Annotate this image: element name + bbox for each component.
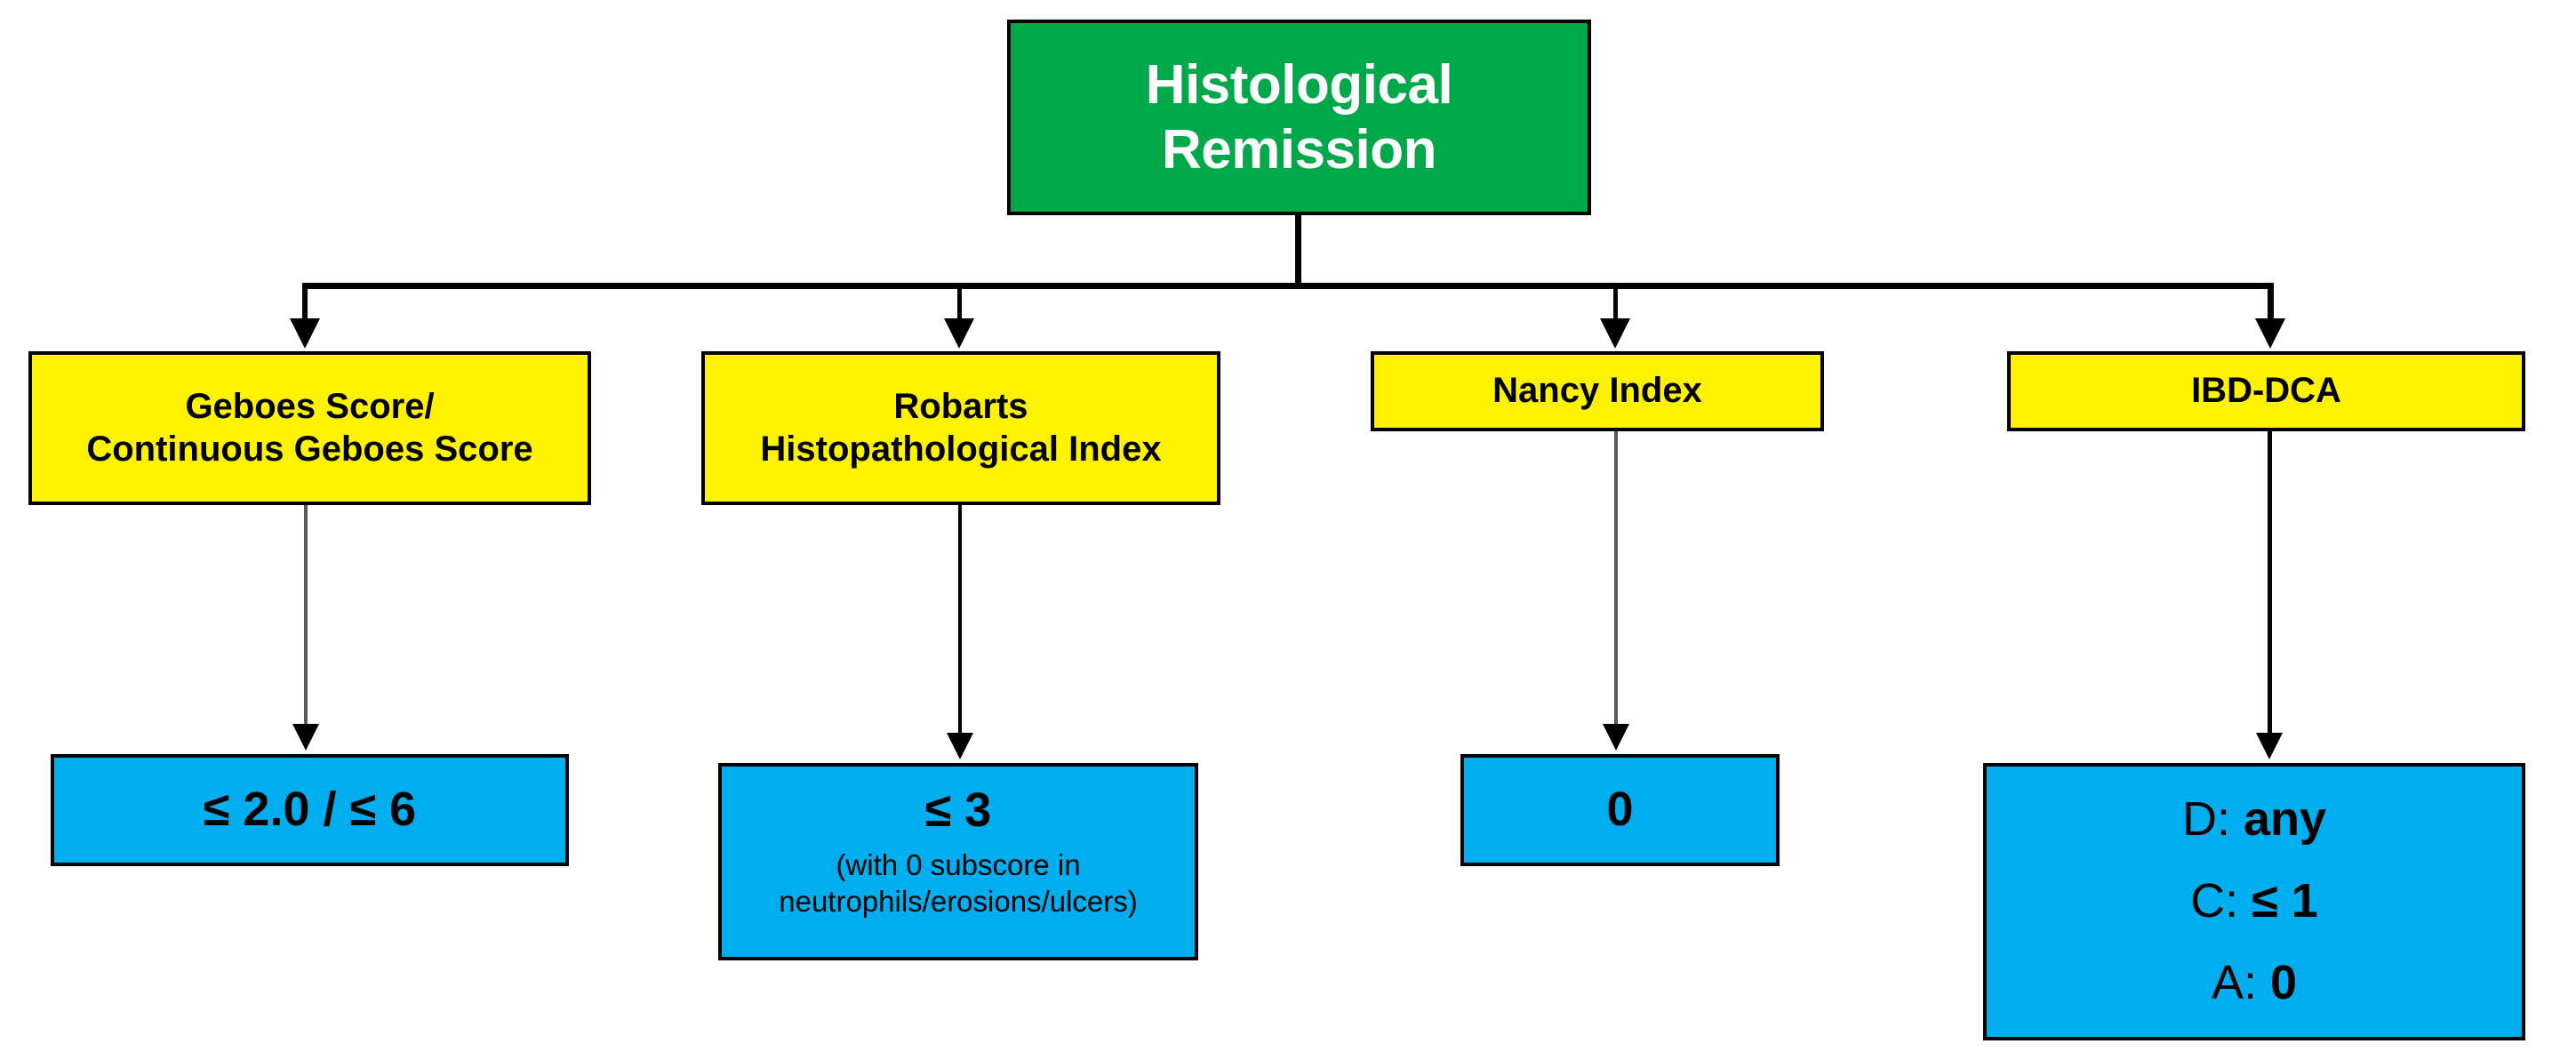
node-cutoff-geboes: ≤ 2.0 / ≤ 6	[51, 754, 569, 866]
node-cutoff-rhi-value: ≤ 3	[924, 783, 992, 837]
ibddca-row-d-value: any	[2243, 792, 2327, 847]
node-index-nancy-label: Nancy Index	[1492, 371, 1702, 411]
ibddca-row-d-key: D:	[2181, 792, 2244, 847]
arrowhead-nancy	[1600, 318, 1630, 349]
node-index-rhi-line-2: Histopathological Index	[760, 429, 1162, 469]
node-index-geboes-line-1: Geboes Score/	[185, 387, 435, 427]
connector-ibddca-to-cutoff	[2268, 431, 2272, 738]
connector-distribution-bar	[302, 283, 2274, 289]
arrowhead-rhi	[944, 318, 974, 349]
node-cutoff-ibddca-row-a: A: 0	[2212, 955, 2297, 1012]
node-index-rhi: Robarts Histopathological Index	[701, 351, 1220, 505]
node-cutoff-ibddca: D: any C: ≤ 1 A: 0	[1983, 763, 2525, 1040]
node-cutoff-nancy: 0	[1460, 754, 1780, 866]
node-index-ibddca-label: IBD-DCA	[2191, 371, 2341, 411]
ibddca-row-c-value: ≤ 1	[2252, 874, 2318, 928]
node-histological-remission: Histological Remission	[1007, 20, 1591, 215]
node-cutoff-rhi: ≤ 3 (with 0 subscore in neutrophils/eros…	[718, 763, 1198, 960]
arrowhead-geboes-cutoff	[292, 724, 319, 751]
connector-drop-ibddca	[2268, 283, 2274, 323]
ibddca-row-c-key: C:	[2190, 874, 2252, 928]
node-index-geboes: Geboes Score/ Continuous Geboes Score	[28, 351, 591, 505]
node-cutoff-ibddca-row-c: C: ≤ 1	[2190, 873, 2318, 930]
node-index-nancy: Nancy Index	[1371, 351, 1824, 431]
node-cutoff-rhi-note-line-1: (with 0 subscore in	[836, 847, 1081, 881]
node-cutoff-nancy-value: 0	[1606, 783, 1634, 837]
ibddca-row-a-value: 0	[2269, 956, 2298, 1010]
node-cutoff-ibddca-row-d: D: any	[2182, 791, 2326, 848]
connector-root-stem	[1295, 215, 1301, 288]
node-cutoff-rhi-note-line-2: neutrophils/erosions/ulcers)	[779, 884, 1138, 918]
connector-drop-rhi	[957, 283, 962, 323]
arrowhead-geboes	[290, 318, 320, 349]
node-index-geboes-line-2: Continuous Geboes Score	[86, 429, 533, 469]
connector-nancy-to-cutoff	[1614, 431, 1618, 729]
node-root-line-1: Histological	[1145, 53, 1453, 116]
node-index-ibddca: IBD-DCA	[2007, 351, 2525, 431]
node-root-line-2: Remission	[1161, 119, 1437, 181]
connector-rhi-to-cutoff	[958, 505, 962, 738]
connector-geboes-to-cutoff	[304, 505, 308, 729]
connector-drop-geboes-line	[303, 283, 308, 323]
arrowhead-rhi-cutoff	[947, 733, 973, 759]
node-index-rhi-line-1: Robarts	[893, 387, 1028, 427]
arrowhead-ibddca-cutoff	[2256, 733, 2283, 759]
connector-drop-nancy	[1613, 283, 1618, 323]
arrowhead-ibddca	[2255, 318, 2285, 349]
arrowhead-nancy-cutoff	[1603, 724, 1629, 751]
ibddca-row-a-key: A:	[2211, 956, 2270, 1010]
node-cutoff-geboes-value: ≤ 2.0 / ≤ 6	[203, 783, 417, 837]
